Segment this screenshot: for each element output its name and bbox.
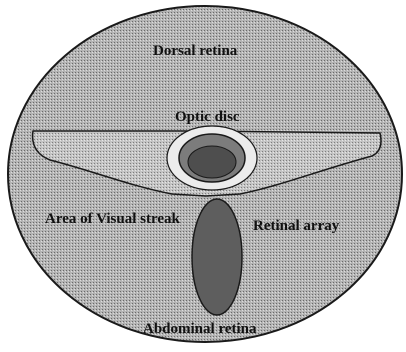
label-dorsal-retina: Dorsal retina (153, 43, 238, 59)
label-abdominal-retina: Abdominal retina (143, 321, 257, 337)
optic-disc-cup (188, 146, 236, 178)
label-retinal-array: Retinal array (253, 218, 340, 234)
label-optic-disc: Optic disc (175, 109, 240, 125)
label-visual-streak: Area of Visual streak (45, 211, 181, 227)
retinal-array-ellipse (192, 199, 242, 315)
